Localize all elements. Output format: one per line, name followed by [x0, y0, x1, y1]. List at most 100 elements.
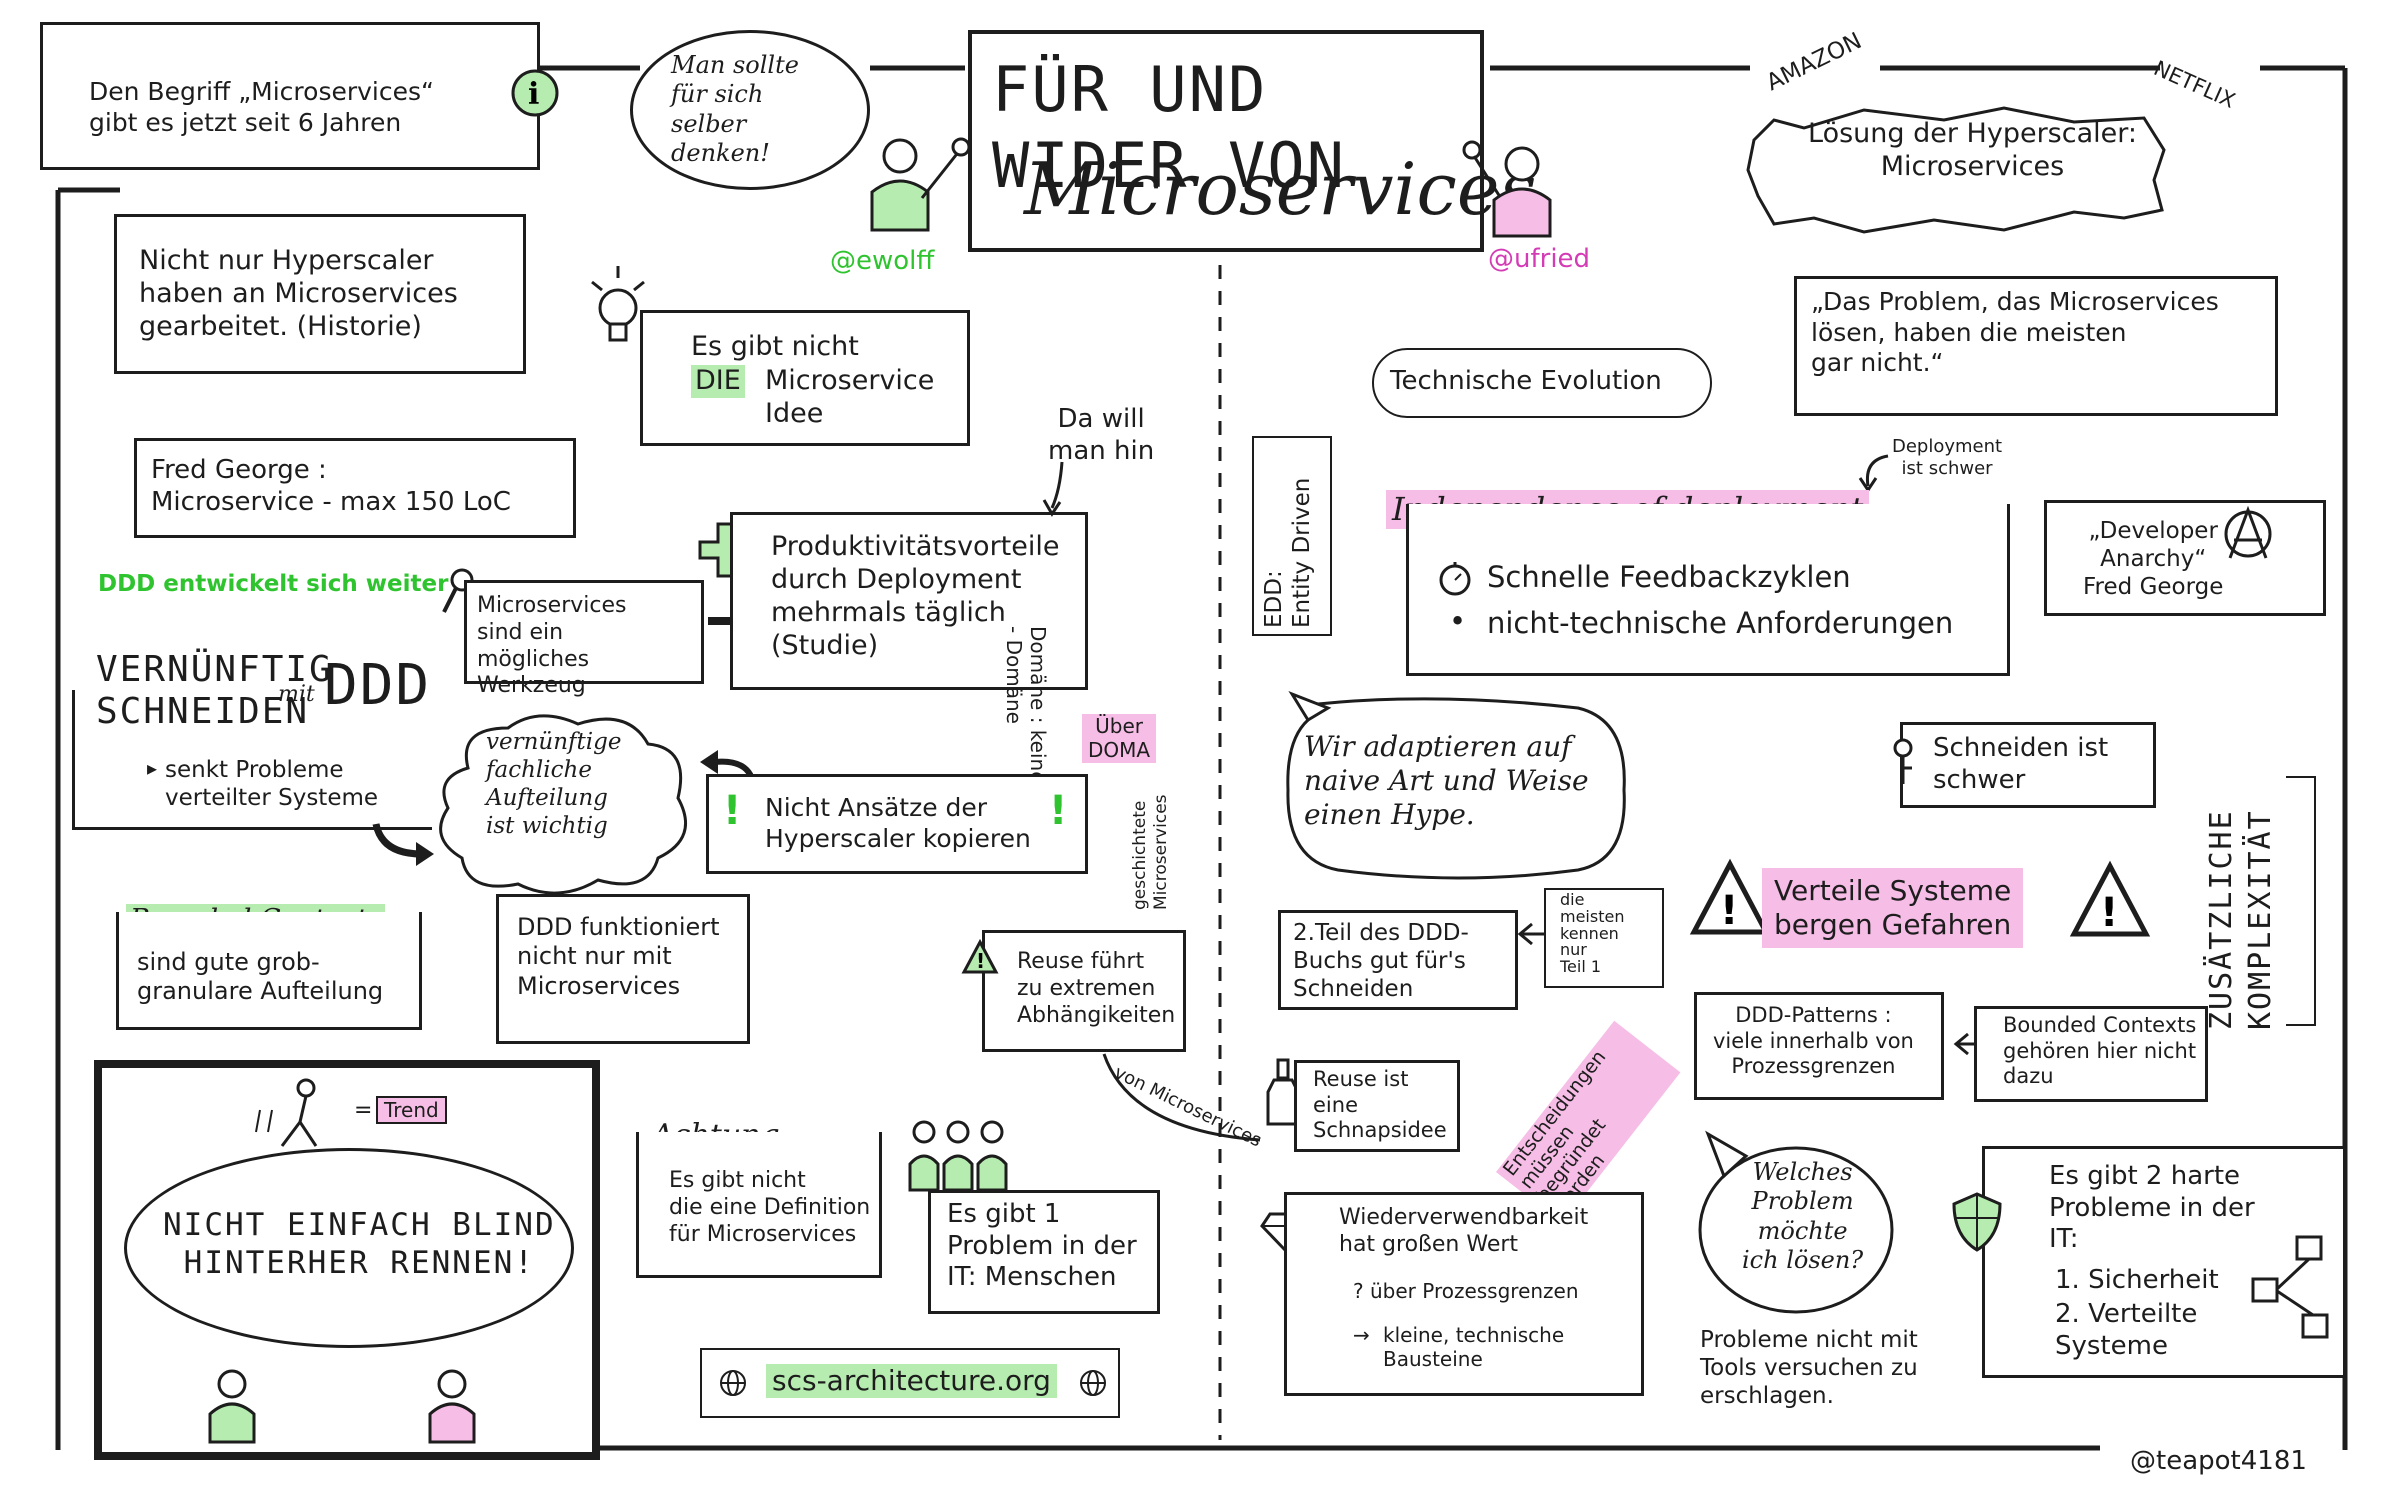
- ddd-big: DDD: [324, 653, 432, 718]
- no-single-idea-highlight: DIE: [691, 365, 745, 398]
- website-box: scs-architecture.org: [700, 1348, 1120, 1418]
- problem-quote-note: „Das Problem, das Microservices lösen, h…: [1794, 276, 2278, 416]
- title-line2: Microservices: [1024, 147, 1537, 231]
- title-line1: FÜR UND WIDER VON: [992, 53, 1346, 202]
- ddd-patterns-text: DDD-Patterns : viele innerhalb von Proze…: [1713, 1003, 1914, 1079]
- achtung-note: Es gibt nicht die eine Definition für Mi…: [636, 1132, 882, 1278]
- adapt-hype-bubble: [1286, 690, 1626, 880]
- second-part-note: 2.Teil des DDD- Buchs gut für's Schneide…: [1278, 910, 1518, 1010]
- hard-problem-1: 1. Sicherheit: [2055, 1265, 2219, 1295]
- deploy-hard-note: Deployment ist schwer: [1892, 436, 2003, 479]
- warning-icon-small: !: [961, 938, 999, 974]
- warning-icon-right: !: [2069, 860, 2151, 937]
- intro-note-text: Den Begriff „Microservices“ gibt es jetz…: [89, 77, 434, 137]
- people-problem-text: Es gibt 1 Problem in der IT: Menschen: [947, 1199, 1137, 1293]
- no-single-idea-pre: Es gibt nicht: [691, 331, 859, 362]
- ddd-cutting-box: senkt Probleme verteilter Systeme ▸: [72, 690, 432, 830]
- reuse-warning-text: Reuse führt zu extremen Abhängikeiten: [1017, 949, 1176, 1028]
- productivity-note: Produktivitätsvorteile durch Deployment …: [730, 512, 1088, 690]
- distributed-danger-text: Verteile Systeme bergen Gefahren: [1762, 868, 2024, 949]
- independence-item-1: Schnelle Feedbackzyklen: [1487, 560, 1851, 594]
- ddd-patterns-note: DDD-Patterns : viele innerhalb von Proze…: [1694, 992, 1944, 1100]
- speech-bubble-left-text: Man sollte für sich selber denken!: [671, 51, 799, 167]
- reuse-arrow-text: kleine, technische Bausteine: [1383, 1323, 1565, 1372]
- speaker-right-figure: [1462, 140, 1552, 238]
- bounded-here-text: Bounded Contexts gehören hier nicht dazu: [2003, 1013, 2197, 1089]
- ddd-mit: mit: [278, 682, 315, 707]
- fred-george-loc-text: Fred George : Microservice - max 150 LoC: [151, 455, 511, 517]
- lightbulb-icon: [591, 266, 645, 342]
- warning-icon-left: !: [1689, 858, 1771, 935]
- blind-person-pink: [428, 1369, 476, 1444]
- ddd-evolves-label: DDD entwickelt sich weiter: [98, 571, 449, 597]
- hyperscaler-solution-text: Lösung der Hyperscaler: Microservices: [1808, 118, 2137, 182]
- cutting-hard-note: Schneiden ist schwer: [1900, 722, 2156, 808]
- hyperscaler-history-note: Nicht nur Hyperscaler haben an Microserv…: [114, 214, 526, 374]
- reuse-value-note: Wiederverwendbarkeit hat großen Wert ? ü…: [1284, 1192, 1644, 1396]
- hard-problems-note: Es gibt 2 harte Probleme in der IT: 1. S…: [1982, 1146, 2346, 1378]
- speech-bubble-left: Man sollte für sich selber denken!: [630, 30, 870, 190]
- bounded-contexts-text: sind gute grob- granulare Aufteilung: [137, 948, 384, 1006]
- stopwatch-icon: [1439, 562, 1471, 596]
- tech-evolution-note: Technische Evolution: [1372, 348, 1712, 418]
- not-copy-note: Nicht Ansätze der Hyperscaler kopieren !…: [706, 774, 1088, 874]
- trend-label: Trend: [376, 1096, 447, 1125]
- intro-note: Den Begriff „Microservices“ gibt es jetz…: [40, 22, 540, 170]
- schnapsidee-text: Reuse ist eine Schnapsidee: [1313, 1067, 1447, 1143]
- tool-note-text: Microservices sind ein mögliches Werkzeu…: [477, 593, 627, 699]
- speaker-left-handle: @ewolff: [830, 246, 935, 276]
- most-know-text: die meisten kennen nur Teil 1: [1560, 890, 1625, 977]
- tools-note-text: Probleme nicht mit Tools versuchen zu er…: [1700, 1327, 1918, 1410]
- reuse-value-text: Wiederverwendbarkeit hat großen Wert: [1339, 1205, 1589, 1257]
- speaker-right-handle: @ufried: [1488, 244, 1591, 274]
- svg-text:!: !: [976, 949, 985, 973]
- productivity-text: Produktivitätsvorteile durch Deployment …: [771, 531, 1060, 661]
- title-box: FÜR UND WIDER VON Microservices: [968, 30, 1536, 252]
- additional-complexity-label: ZUSÄTZLICHE KOMPLEXITÄT: [2204, 809, 2278, 1030]
- fred-george-loc-note: Fred George : Microservice - max 150 LoC: [134, 438, 576, 538]
- arc-curve: [1102, 1053, 1261, 1142]
- most-know-note: die meisten kennen nur Teil 1: [1544, 888, 1664, 988]
- ueber-doma-label: Über DOMA: [1082, 714, 1157, 763]
- info-icon: i: [511, 69, 559, 117]
- jagged-bubble: [1746, 106, 2166, 234]
- cloud-shape: [439, 714, 687, 895]
- ddd-title-line1: VERNÜNFTIG: [96, 649, 333, 690]
- independence-note: Schnelle Feedbackzyklen • nicht-technisc…: [1406, 504, 2010, 676]
- schnapsidee-note: Reuse ist eine Schnapsidee: [1294, 1060, 1460, 1152]
- da-will-note: Da will man hin: [1048, 404, 1155, 466]
- svg-text:i: i: [528, 77, 539, 112]
- blind-person-green: [208, 1369, 256, 1444]
- svg-text:!: !: [2100, 890, 2118, 936]
- people-problem-note: Es gibt 1 Problem in der IT: Menschen: [928, 1190, 1160, 1314]
- globe-icon-right: [1080, 1370, 1106, 1396]
- tech-evolution-text: Technische Evolution: [1390, 366, 1662, 396]
- cloud-note-text: vernünftige fachliche Aufteilung ist wic…: [486, 729, 622, 840]
- ddd-not-only-text: DDD funktioniert nicht nur mit Microserv…: [517, 913, 720, 1000]
- arrow-ddd-to-cloud: [372, 823, 434, 866]
- exclaim-icon-right: !: [1049, 788, 1068, 834]
- ddd-bullet-marker: ▸: [147, 756, 158, 780]
- problem-quote-text: „Das Problem, das Microservices lösen, h…: [1811, 287, 2219, 377]
- anarchy-icon: [2224, 505, 2272, 559]
- which-problem-text: Welches Problem möchte ich lösen?: [1742, 1158, 1864, 1274]
- developer-anarchy-note: „Developer Anarchy“ Fred George: [2044, 500, 2326, 616]
- website-link[interactable]: scs-architecture.org: [766, 1364, 1057, 1399]
- arrow-da-will: [1042, 461, 1064, 517]
- shield-icon: [1952, 1192, 2002, 1252]
- speaker-left-figure: [870, 137, 971, 232]
- reuse-warning-note: Reuse führt zu extremen Abhängikeiten: [982, 930, 1186, 1052]
- edd-note: EDD: Entity Driven: [1252, 436, 1332, 636]
- bounded-here-note: Bounded Contexts gehören hier nicht dazu: [1974, 1006, 2208, 1102]
- svg-text:!: !: [1720, 888, 1738, 934]
- geschichtete-label: geschichtete Microservices: [1130, 794, 1171, 910]
- blind-box: = Trend NICHT EINFACH BLIND HINTERHER RE…: [94, 1060, 600, 1460]
- tool-note: Microservices sind ein mögliches Werkzeu…: [464, 580, 704, 698]
- ddd-not-only-note: DDD funktioniert nicht nur mit Microserv…: [496, 894, 750, 1044]
- network-icon: [2251, 1235, 2329, 1339]
- trend-equals: =: [354, 1098, 373, 1123]
- independence-item-2: nicht-technische Anforderungen: [1487, 606, 1954, 640]
- no-single-idea-note: Es gibt nicht DIE Microservice Idee: [640, 310, 970, 446]
- reuse-arrow-icon: →: [1353, 1323, 1370, 1347]
- second-part-text: 2.Teil des DDD- Buchs gut für's Schneide…: [1293, 920, 1469, 1003]
